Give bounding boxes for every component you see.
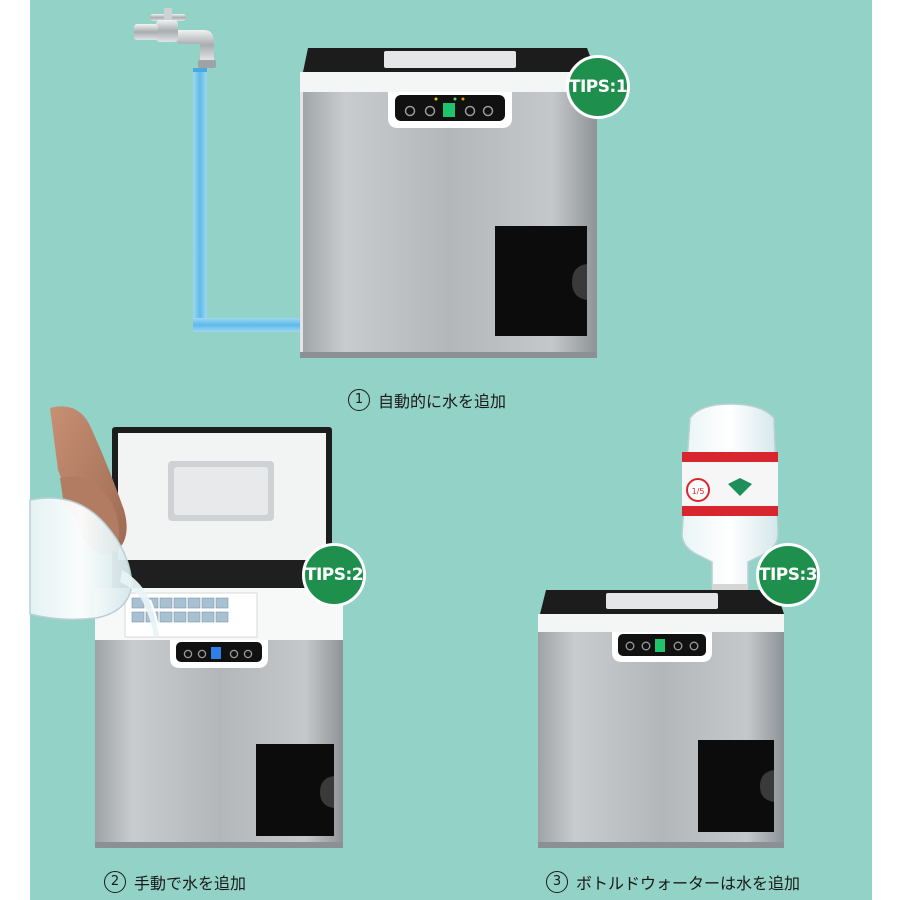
ice-maker-2 <box>95 588 343 848</box>
panel-1 <box>134 8 597 358</box>
right-margin <box>872 0 900 900</box>
panel-2 <box>29 406 343 848</box>
ice-maker-3 <box>538 590 784 848</box>
caption-2-number: 2 <box>104 871 126 893</box>
caption-3-text: ボトルドウォーターは水を追加 <box>576 874 801 893</box>
panel-3: 1/5 <box>538 403 784 848</box>
water-tube <box>193 68 305 332</box>
caption-1-number: 1 <box>348 389 370 411</box>
hand-pouring-jug <box>29 406 161 637</box>
tips-badge-3: TIPS:3 <box>756 543 820 607</box>
caption-1: 1 自動的に水を追加 <box>348 388 506 412</box>
faucet-icon <box>134 8 216 68</box>
bottle-label: 1/5 <box>692 487 705 496</box>
caption-2: 2 手動で水を追加 <box>104 870 246 894</box>
tips-badge-1: TIPS:1 <box>566 55 630 119</box>
caption-2-text: 手動で水を追加 <box>134 874 247 893</box>
ice-maker-2-lid <box>112 427 338 590</box>
caption-1-text: 自動的に水を追加 <box>378 392 507 411</box>
tips-badge-2: TIPS:2 <box>302 543 366 607</box>
left-margin <box>0 0 30 900</box>
caption-3: 3 ボトルドウォーターは水を追加 <box>546 870 800 894</box>
caption-3-number: 3 <box>546 871 568 893</box>
ice-maker-1 <box>300 48 597 358</box>
water-bottle: 1/5 <box>681 403 779 590</box>
